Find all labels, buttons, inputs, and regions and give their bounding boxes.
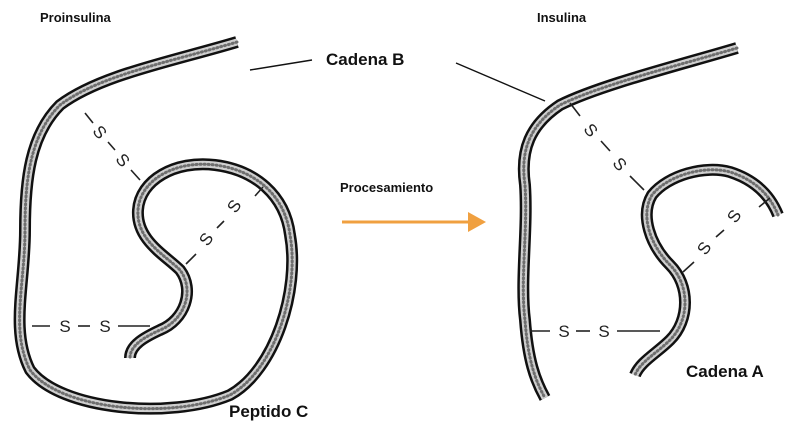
insulin-disulfide-bond-2: S S — [683, 198, 770, 272]
sulfur-atom: S — [723, 206, 745, 226]
insulin-disulfide-bond-3: S S — [530, 322, 660, 341]
insulin-title: Insulina — [537, 10, 587, 25]
sulfur-atom: S — [99, 317, 110, 336]
processing-label: Procesamiento — [340, 180, 433, 195]
sulfur-atom: S — [223, 196, 245, 216]
chain-b-pointer-right — [456, 63, 545, 101]
sulfur-atom: S — [580, 120, 602, 141]
disulfide-bond-1: S S — [85, 113, 140, 180]
processing-arrow — [342, 212, 486, 232]
proinsulin-chain — [20, 42, 293, 409]
proinsulin-title: Proinsulina — [40, 10, 112, 25]
insulin-disulfide-bond-1: S S — [570, 103, 644, 190]
insulin-chain-b — [523, 48, 737, 398]
chain-a-label: Cadena A — [686, 362, 764, 381]
sulfur-atom: S — [112, 150, 134, 171]
sulfur-atom: S — [693, 238, 715, 258]
sulfur-atom: S — [558, 322, 569, 341]
peptide-c-label: Peptido C — [229, 402, 308, 421]
chain-b-pointer-left — [250, 60, 312, 70]
sulfur-atom: S — [195, 229, 217, 249]
sulfur-atom: S — [609, 154, 631, 175]
sulfur-atom: S — [598, 322, 609, 341]
insulin-chain-a — [635, 170, 778, 375]
sulfur-atom: S — [89, 122, 111, 143]
sulfur-atom: S — [59, 317, 70, 336]
chain-b-label: Cadena B — [326, 50, 404, 69]
disulfide-bond-3: S S — [32, 317, 150, 336]
disulfide-bond-2: S S — [186, 187, 263, 264]
